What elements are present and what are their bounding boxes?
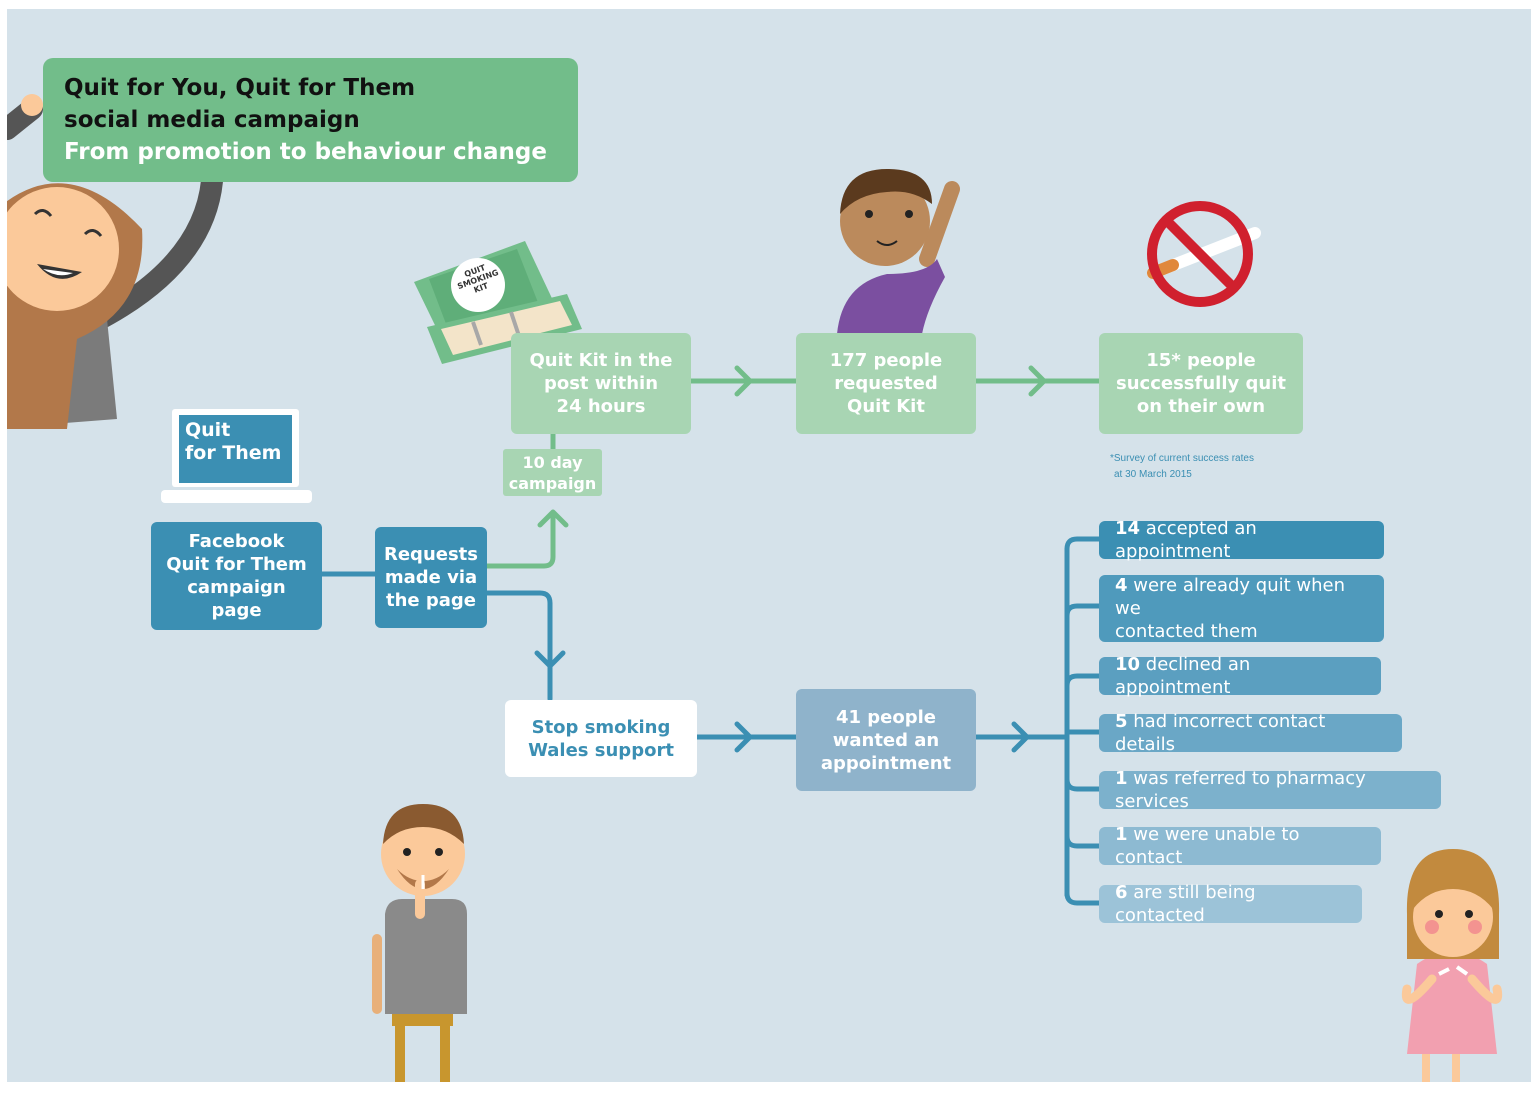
- footnote-line-2: at 30 March 2015: [1114, 469, 1192, 480]
- appointment-count: 41: [835, 706, 862, 728]
- outcome-label: accepted an appointment: [1115, 518, 1257, 562]
- requests-line-2: made via: [384, 567, 478, 588]
- bracket-tick-7: [1064, 890, 1103, 906]
- success-footnote: *Survey of current success rates at 30 M…: [1110, 451, 1254, 483]
- diagram-canvas: Quit for You, Quit for Them social media…: [7, 9, 1531, 1082]
- bracket-tick-3: [1064, 673, 1103, 689]
- outcome-text: 10 declined an appointment: [1115, 653, 1365, 699]
- arrow-stopsmoking-appointment: [734, 721, 753, 753]
- requests-node: Requests made via the page: [375, 527, 487, 628]
- title-line-1: Quit for You, Quit for Them: [64, 75, 416, 101]
- appointment-line-3: appointment: [820, 752, 952, 774]
- outcome-item: 1 we were unable to contact: [1099, 824, 1381, 868]
- arrow-appointment-bracket: [1011, 721, 1030, 753]
- success-line-3: on their own: [1136, 396, 1266, 417]
- illustration-layer: [7, 94, 1503, 1082]
- title-line-3: From promotion to behaviour change: [64, 139, 547, 165]
- quit-kit-node: Quit Kit in the post within 24 hours: [511, 333, 691, 434]
- laptop-screen-label: Quit for Them: [185, 419, 281, 465]
- outcome-count: 10: [1115, 654, 1141, 675]
- ten-day-campaign-node: 10 day campaign: [503, 449, 602, 496]
- requested-count-suffix: people: [867, 350, 943, 371]
- facebook-line-2: Quit for Them: [166, 554, 307, 575]
- outcome-item: 14 accepted an appointment: [1099, 518, 1384, 562]
- girl-breaking-cigarette-illustration: [1401, 849, 1503, 1082]
- outcome-item: 6 are still being contacted: [1099, 882, 1362, 926]
- connector-requests-stopsmoking: [484, 590, 553, 702]
- outcome-count: 5: [1115, 711, 1128, 732]
- raising-hand-boy-illustration: [837, 169, 960, 334]
- outcome-label-continued: contacted them: [1115, 621, 1258, 642]
- stop-smoking-line-2: Wales support: [528, 739, 674, 761]
- outcome-text: 1 was referred to pharmacy services: [1115, 767, 1425, 813]
- outcome-label: were already quit when we: [1115, 575, 1346, 619]
- outcome-text: 1 we were unable to contact: [1115, 823, 1365, 869]
- stop-smoking-wales-node: Stop smoking Wales support: [505, 700, 697, 777]
- laptop-icon: [161, 409, 312, 503]
- facebook-line-4: page: [211, 600, 262, 621]
- arrow-up-campaign: [537, 509, 569, 528]
- bracket-tick-1: [1064, 536, 1103, 552]
- campaign-line-2: campaign: [508, 473, 597, 493]
- laptop-line-2: for Them: [185, 442, 282, 464]
- outcome-item: 1 was referred to pharmacy services: [1099, 768, 1441, 812]
- outcome-count: 4: [1115, 575, 1128, 596]
- arrow-requested-success: [1028, 365, 1047, 397]
- requested-kit-node: 177 people requested Quit Kit: [796, 333, 976, 434]
- thinking-man-illustration: [372, 804, 467, 1082]
- outcome-text: 14 accepted an appointment: [1115, 517, 1368, 563]
- laptop-line-1: Quit: [185, 419, 231, 441]
- bracket-tick-5: [1064, 776, 1103, 792]
- campaign-line-1: 10 day: [522, 452, 583, 472]
- appointment-line-1: 41 people: [836, 706, 936, 729]
- facebook-line-1: Facebook: [188, 531, 285, 552]
- outcome-count: 14: [1115, 518, 1141, 539]
- outcome-count: 1: [1115, 768, 1128, 789]
- footnote-line-1: *Survey of current success rates: [1110, 453, 1254, 464]
- no-smoking-sign-icon: [1147, 201, 1261, 307]
- outcome-text: 4 were already quit when we: [1115, 574, 1368, 620]
- title-line-2: social media campaign: [64, 107, 360, 133]
- outcome-count: 6: [1115, 882, 1128, 903]
- bracket-tick-2: [1064, 603, 1103, 619]
- cheering-woman-illustration: [7, 94, 229, 429]
- outcome-label: had incorrect contact details: [1115, 711, 1326, 755]
- outcome-item: 4 were already quit when we contacted th…: [1099, 575, 1384, 642]
- outcome-text: 5 had incorrect contact details: [1115, 710, 1386, 756]
- requests-line-3: the page: [385, 590, 477, 611]
- quit-kit-line-2: post within: [543, 373, 659, 394]
- bracket-tick-6: [1064, 833, 1103, 849]
- appointment-count-suffix: people: [861, 706, 937, 728]
- success-line-2: successfully quit: [1116, 373, 1286, 394]
- appointment-line-2: wanted an: [832, 729, 940, 751]
- success-count: 15*: [1146, 350, 1181, 371]
- arrow-down-stopsmoking: [534, 650, 566, 669]
- successfully-quit-node: 15* people successfully quit on their ow…: [1099, 333, 1303, 434]
- quit-kit-line-3: 24 hours: [556, 396, 646, 417]
- requested-count: 177: [829, 350, 868, 371]
- outcome-label: are still being contacted: [1115, 882, 1256, 926]
- quit-kit-line-1: Quit Kit in the: [529, 350, 673, 371]
- success-line-1: 15* people: [1146, 349, 1255, 372]
- requests-line-1: Requests: [383, 544, 478, 565]
- facebook-page-node: Facebook Quit for Them campaign page: [151, 522, 322, 630]
- outcome-item: 5 had incorrect contact details: [1099, 711, 1402, 755]
- quit-kit-box-icon: [414, 241, 582, 364]
- arrow-quitkit-requested: [734, 365, 753, 397]
- appointment-wanted-node: 41 people wanted an appointment: [796, 689, 976, 791]
- outcome-count: 1: [1115, 824, 1128, 845]
- connector-requests-campaign: [484, 511, 556, 569]
- success-count-suffix: people: [1180, 350, 1256, 371]
- outcome-item: 10 declined an appointment: [1099, 654, 1381, 698]
- requested-line-2: requested: [834, 373, 938, 394]
- requested-line-1: 177 people: [830, 349, 943, 372]
- requested-line-3: Quit Kit: [847, 396, 925, 417]
- outcome-label: declined an appointment: [1115, 654, 1251, 698]
- outcome-label: was referred to pharmacy services: [1115, 768, 1366, 812]
- outcome-text: 6 are still being contacted: [1115, 881, 1346, 927]
- outcome-label: we were unable to contact: [1115, 824, 1300, 868]
- diagram-title: Quit for You, Quit for Them social media…: [43, 58, 578, 182]
- stop-smoking-line-1: Stop smoking: [531, 716, 671, 738]
- facebook-line-3: campaign: [187, 577, 286, 598]
